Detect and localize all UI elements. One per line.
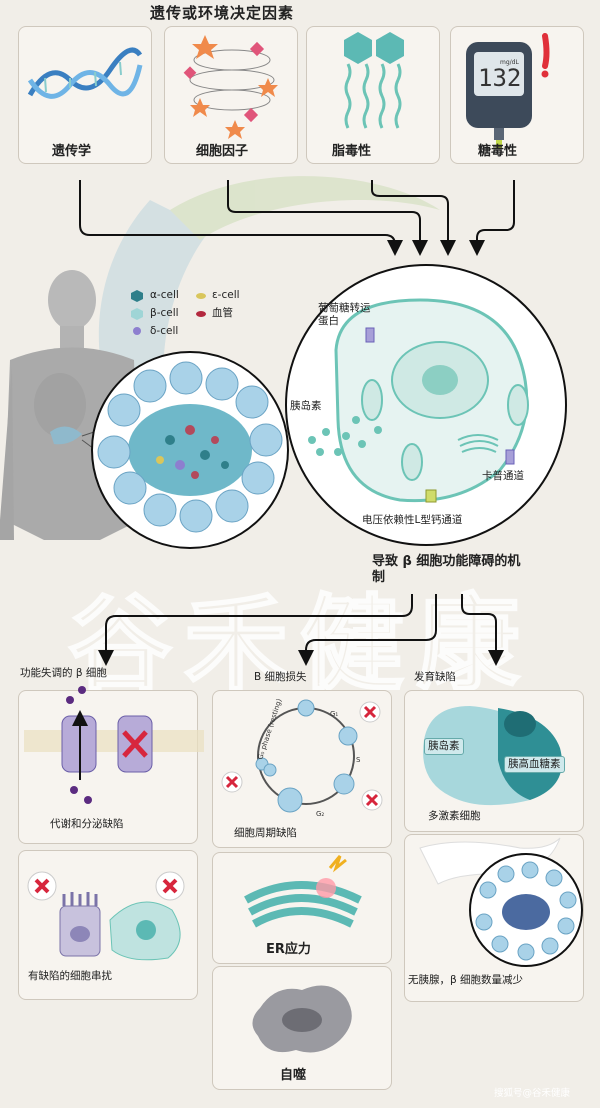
factor-label-lipotoxicity: 脂毒性	[332, 144, 372, 159]
factor-label-genetics: 遗传学	[52, 144, 92, 159]
legend-vessel: 血管	[212, 307, 233, 319]
factor-panel-lipotoxicity	[306, 26, 440, 164]
label-calcium-channel: 电压依赖性L型钙通道	[362, 514, 463, 526]
panel-label-polyhormonal: 多激素细胞	[428, 810, 481, 822]
factor-label-glucotoxicity: 糖毒性	[478, 144, 518, 159]
category-dysfunction: 功能失调的 β 细胞	[20, 667, 107, 679]
label-polyhormonal-insulin: 胰岛素	[424, 738, 464, 755]
category-loss: B 细胞损失	[254, 671, 307, 683]
footer-credit: 搜狐号@谷禾健康	[494, 1088, 571, 1099]
category-development: 发育缺陷	[414, 671, 456, 683]
label-katp-channel: 卡普通道	[482, 470, 524, 482]
mechanism-title: 导致 β 细胞功能障碍的机 制	[372, 554, 521, 585]
islet-illustration	[91, 351, 289, 549]
panel-label-cycle: 细胞周期缺陷	[234, 827, 297, 839]
factor-label-cytokines: 细胞因子	[196, 144, 249, 159]
legend-delta: δ-cell	[150, 325, 179, 337]
panel-label-autophagy: 自噬	[280, 1068, 307, 1083]
watermark-text: 谷禾健康	[68, 583, 532, 705]
top-title: 遗传或环境决定因素	[150, 4, 295, 22]
beta-cell-illustration	[285, 264, 567, 546]
label-insulin: 胰岛素	[290, 400, 322, 412]
legend-alpha: α-cell	[150, 289, 179, 301]
factor-arrows	[79, 180, 515, 256]
panel-cell-cycle	[212, 690, 392, 848]
panel-label-pancreas: 无胰腺，β 细胞数量减少	[408, 974, 524, 986]
legend-beta: β-cell	[150, 307, 179, 319]
panel-label-metabolic: 代谢和分泌缺陷	[50, 818, 124, 830]
panel-label-er: ER应力	[266, 942, 311, 957]
legend-markers	[131, 290, 206, 335]
panel-metabolic-defects	[18, 690, 198, 844]
label-glucose-transporter: 葡萄糖转运 蛋白	[318, 302, 371, 327]
panel-label-crosstalk: 有缺陷的细胞串扰	[28, 970, 112, 982]
label-polyhormonal-glucagon: 胰高血糖素	[504, 756, 565, 773]
legend-epsilon: ε-cell	[212, 289, 240, 301]
mechanism-arrows	[98, 594, 504, 666]
